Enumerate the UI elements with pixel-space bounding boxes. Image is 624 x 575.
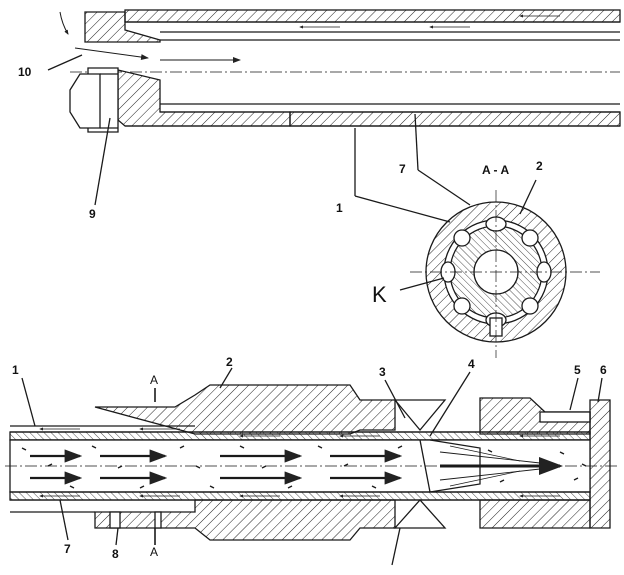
- label-8: 8: [112, 547, 119, 561]
- label-5: 5: [574, 363, 581, 377]
- section-label-a-a: A - A: [482, 163, 510, 177]
- label-1-top: 1: [336, 201, 343, 215]
- bottom-assembly: [5, 367, 620, 566]
- label-2-top: 2: [536, 159, 543, 173]
- label-1-bottom: 1: [12, 363, 19, 377]
- plug-part-9: [69, 73, 101, 129]
- body-lower: [94, 499, 396, 541]
- label-3: 3: [379, 365, 386, 379]
- label-2-bottom: 2: [226, 355, 233, 369]
- tube-lower-wall: [9, 491, 591, 501]
- top-assembly: [47, 9, 621, 223]
- outer-tube-bottom-wall: [289, 111, 621, 127]
- end-cap-part-6: [589, 399, 611, 529]
- screw-part-5: [539, 411, 591, 423]
- label-4: 4: [468, 357, 475, 371]
- particles: [21, 445, 587, 489]
- nozzle-body-lower: [479, 499, 591, 529]
- head-block-bottom: [117, 69, 291, 127]
- label-a-top: A: [150, 373, 159, 387]
- label-a-bottom: A: [150, 545, 159, 559]
- label-7-bottom: 7: [64, 542, 71, 556]
- section-a-a: [399, 179, 600, 358]
- label-k: K: [372, 282, 387, 307]
- flow-arrows: [30, 445, 563, 487]
- label-6: 6: [600, 363, 607, 377]
- head-block-top: [84, 11, 161, 43]
- tube-upper-wall: [9, 431, 591, 441]
- label-10: 10: [18, 65, 32, 79]
- label-7-top: 7: [399, 162, 406, 176]
- label-9: 9: [89, 207, 96, 221]
